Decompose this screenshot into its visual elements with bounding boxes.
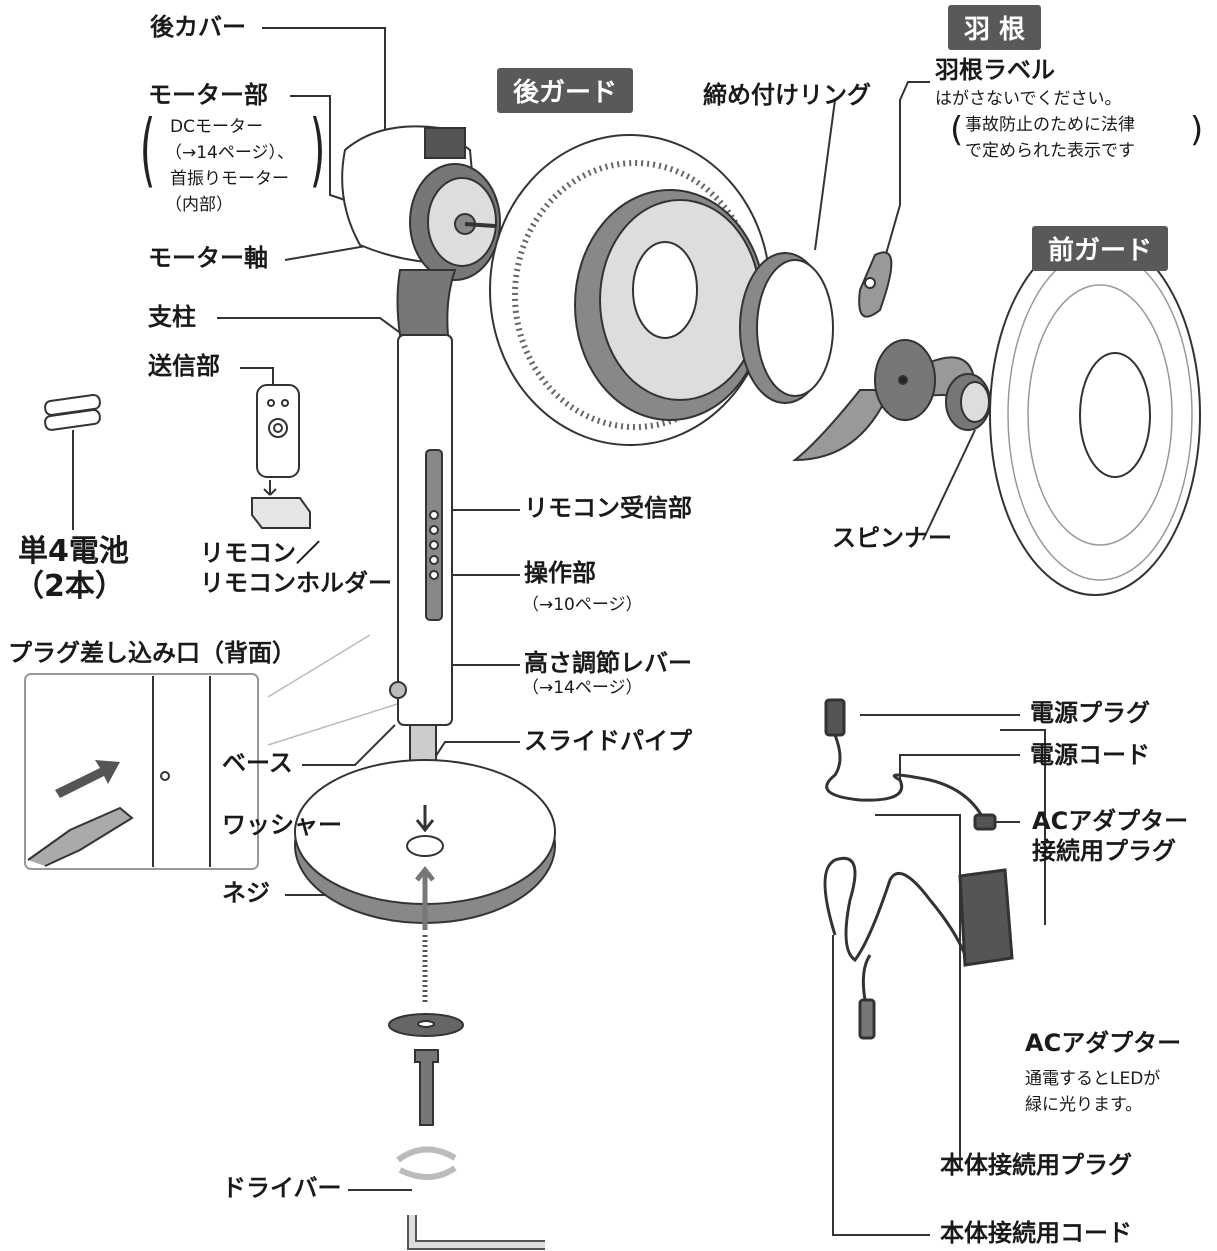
ac-adapter-note-1: 通電するとLEDが: [1025, 1069, 1161, 1089]
hardware-drawing: [388, 1013, 545, 1250]
spinner-label: スピンナー: [832, 524, 952, 552]
motor-head: [341, 125, 501, 281]
ac-plug-label-2: 接続用プラグ: [1032, 837, 1176, 865]
rear-guard-drawing: [489, 134, 771, 446]
control-panel-label: 操作部: [524, 559, 596, 587]
pole-label: 支柱: [148, 303, 196, 331]
motor-note-2: （→14ページ）、: [165, 143, 295, 163]
plug-inlet-detail: [24, 673, 259, 870]
blade-label-note2-1: 事故防止のために法律: [965, 115, 1135, 135]
blade-label-note2-2: で定められた表示です: [965, 141, 1135, 161]
remote-receiver-label: リモコン受信部: [524, 494, 692, 522]
motor-note-1: DCモーター: [170, 117, 263, 137]
base-drawing: [294, 759, 556, 1005]
base-label: ベース: [222, 749, 293, 777]
motor-note-open-paren: (: [139, 103, 156, 196]
pole-drawing: [389, 269, 457, 798]
body-plug-label: 本体接続用プラグ: [940, 1151, 1132, 1179]
motor-note-4: （内部）: [165, 195, 233, 215]
batteries: [44, 393, 101, 431]
power-plug-label: 電源プラグ: [1030, 699, 1150, 727]
power-cord-drawing: [824, 698, 997, 831]
blade-label-note: はがさないでください。: [935, 89, 1122, 109]
driver-label: ドライバー: [222, 1174, 342, 1202]
slide-pipe-label: スライドパイプ: [524, 727, 692, 755]
body-cord-label: 本体接続用コード: [940, 1219, 1132, 1247]
remote-holder-label: リモコンホルダー: [200, 569, 392, 597]
battery-label: 単4電池: [18, 534, 129, 569]
control-panel-ref: （→10ページ）: [522, 595, 643, 615]
blade-label-label: 羽根ラベル: [935, 56, 1055, 84]
front-guard-tag: 前ガード: [1032, 226, 1169, 271]
battery-count-label: （2本）: [14, 569, 125, 604]
motor-shaft-label: モーター軸: [148, 244, 268, 272]
blade-label-note-open: (: [950, 110, 964, 150]
tightening-ring-drawing: [739, 252, 834, 404]
screw-label: ネジ: [222, 879, 270, 907]
spinner-drawing: [945, 373, 991, 431]
front-guard-drawing: [989, 234, 1201, 596]
motor-note-3: 首振りモーター: [170, 169, 289, 189]
rear-cover-label: 後カバー: [150, 13, 246, 41]
motor-label: モーター部: [148, 81, 268, 109]
power-cord-label: 電源コード: [1030, 741, 1150, 769]
height-lever-ref: （→14ページ）: [522, 678, 643, 698]
remote-label: リモコン／: [200, 539, 320, 567]
ac-adapter-note-2: 緑に光ります。: [1025, 1095, 1143, 1115]
height-lever-label: 高さ調節レバー: [524, 649, 692, 677]
transmitter-label: 送信部: [148, 352, 220, 380]
remote-drawing: [251, 384, 311, 529]
motor-note-close-paren: ): [309, 103, 326, 196]
plug-inlet-label: プラグ差し込み口（背面）: [8, 639, 296, 667]
washer-label: ワッシャー: [222, 811, 342, 839]
blade-label-note-close: ): [1190, 110, 1204, 150]
tightening-ring-label: 締め付けリング: [703, 81, 871, 109]
ac-adapter-label: ACアダプター: [1025, 1029, 1182, 1057]
ac-adapter-drawing: [823, 857, 1014, 1040]
ac-plug-label-1: ACアダプター: [1032, 807, 1189, 835]
blade-tag: 羽 根: [948, 5, 1042, 50]
rear-guard-tag: 後ガード: [497, 68, 634, 113]
